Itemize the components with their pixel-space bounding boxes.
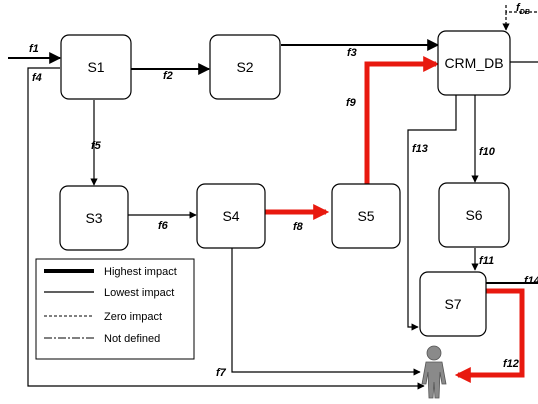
flow-label-f2: f2 [163, 70, 173, 82]
flow-label-f5: f5 [91, 140, 102, 152]
legend-label-lowest: Lowest impact [104, 287, 174, 299]
node-s4-label: S4 [222, 208, 239, 224]
node-s7[interactable]: S7 [419, 271, 487, 337]
flow-label-f7: f7 [216, 367, 227, 379]
node-s3-label: S3 [85, 210, 102, 226]
edge-f7 [231, 248, 421, 376]
legend-label-highest: Highest impact [104, 266, 177, 278]
node-s6-label: S6 [465, 207, 482, 223]
node-s5-label: S5 [357, 208, 374, 224]
legend-label-undefined: Not defined [104, 333, 160, 345]
flow-label-f10: f10 [479, 146, 496, 158]
node-crm-db-label: CRM_DB [444, 55, 503, 71]
node-s1-label: S1 [87, 59, 104, 75]
flow-label-f9: f9 [346, 97, 357, 109]
flow-label-f11: f11 [479, 255, 494, 267]
edge-f12 [454, 288, 525, 384]
legend: Highest impact Lowest impact Zero impact… [35, 258, 195, 360]
node-s6[interactable]: S6 [438, 182, 510, 248]
edge-f9 [364, 55, 440, 184]
flow-label-f8: f8 [293, 221, 304, 233]
node-s2[interactable]: S2 [209, 34, 281, 100]
flow-label-f13: f13 [412, 143, 428, 155]
node-s3[interactable]: S3 [59, 185, 129, 251]
flow-label-f3: f3 [347, 47, 357, 59]
flow-label-f4: f4 [32, 72, 42, 84]
flow-label-f1: f1 [29, 43, 39, 55]
flow-label-fdb: fDB [516, 2, 530, 16]
node-crm-db[interactable]: CRM_DB [437, 30, 511, 96]
node-s4[interactable]: S4 [196, 183, 266, 249]
flow-label-f12: f12 [503, 358, 519, 370]
edge-f4 [27, 67, 425, 390]
flow-label-f6: f6 [158, 220, 169, 232]
flow-label-f14: f14 [524, 275, 538, 287]
node-s7-label: S7 [444, 296, 461, 312]
node-s2-label: S2 [236, 59, 253, 75]
node-s5[interactable]: S5 [331, 183, 401, 249]
node-s1[interactable]: S1 [60, 34, 132, 100]
legend-label-zero: Zero impact [104, 311, 162, 323]
person-icon [421, 345, 447, 399]
edge-f13 [407, 95, 457, 331]
